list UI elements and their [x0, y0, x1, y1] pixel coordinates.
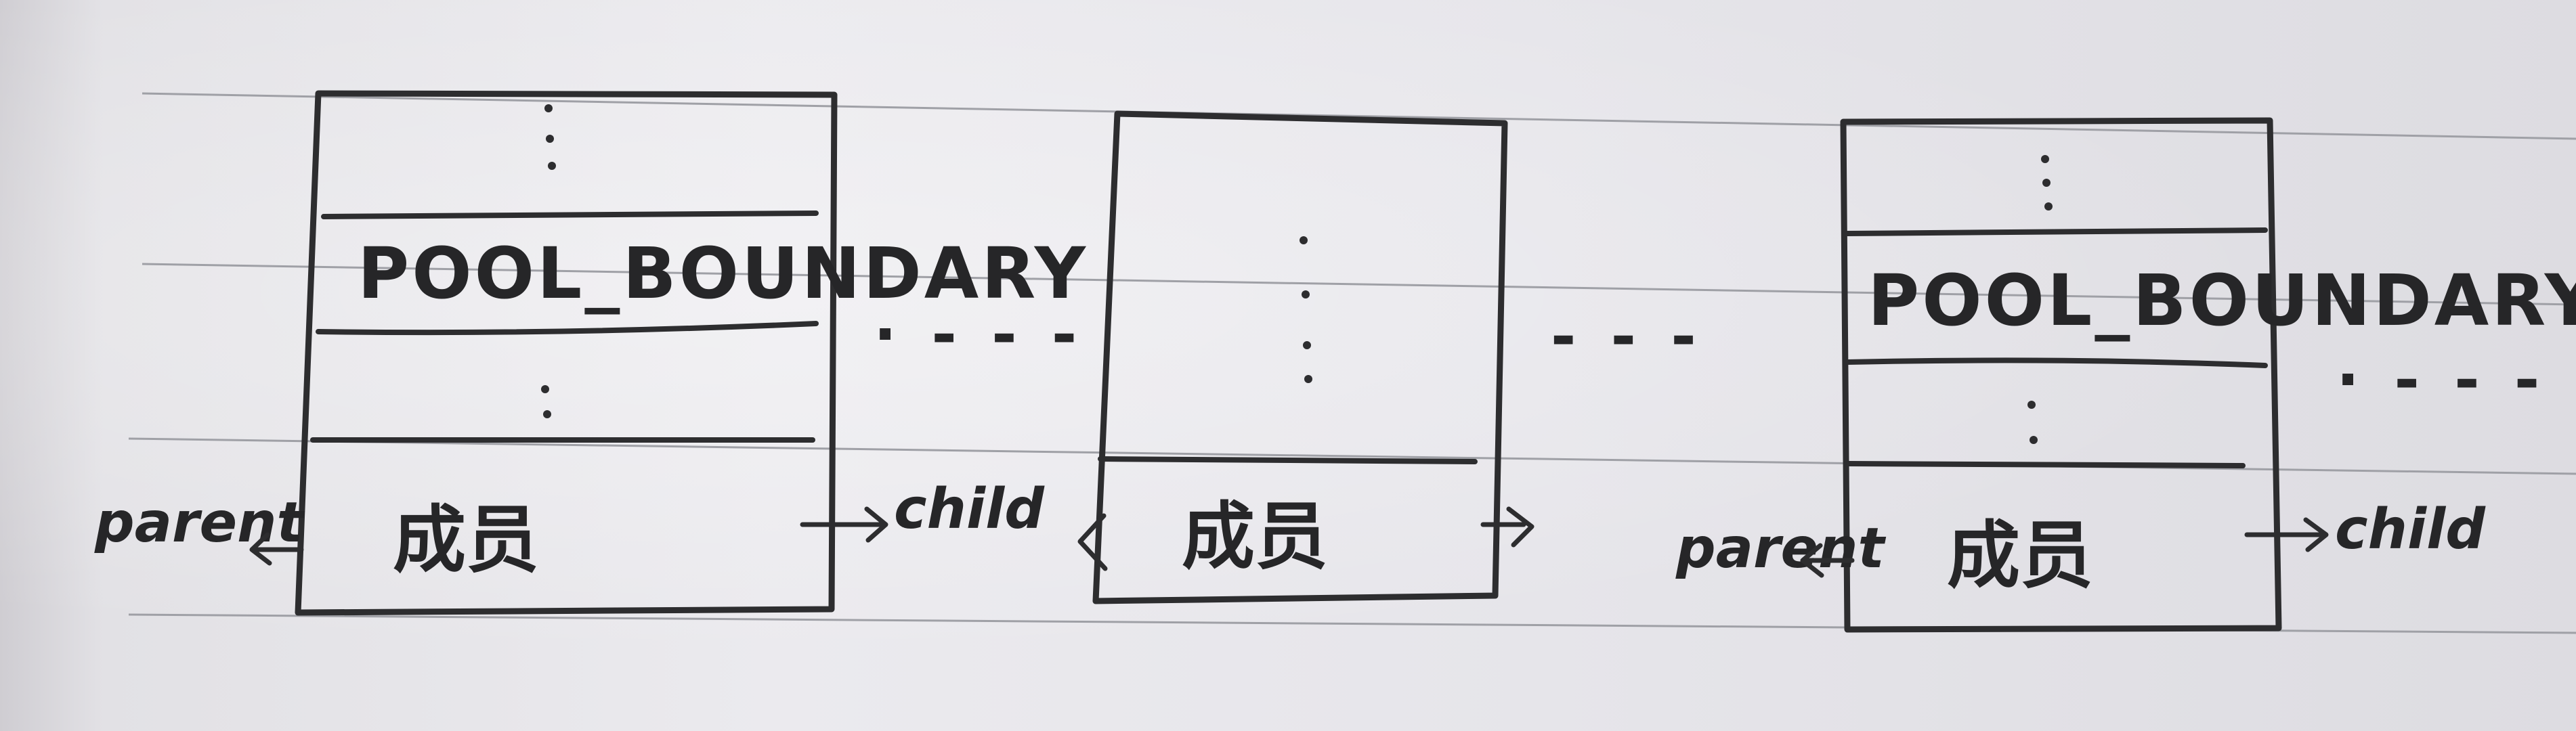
block-3: POOL_BOUNDARY 成员 parent child: [1675, 117, 2576, 633]
block-3-ellipsis-mid: [2027, 401, 2038, 444]
block-1-ellipsis-mid: [541, 385, 551, 418]
block-1-child-label: child: [894, 477, 1045, 541]
block-1-parent-label: parent: [94, 491, 305, 555]
block-3-parent-arrow-icon: [1800, 543, 1855, 578]
block-2-ellipsis: [1300, 236, 1312, 383]
continuation-3-ellipsis: · - - -: [2336, 345, 2546, 416]
block-1-parent-arrow-icon: [249, 532, 304, 566]
block-2-frame: [1092, 110, 1508, 604]
block-3-member-label: 成员: [1947, 514, 2093, 598]
block-3-ellipsis-top: [2041, 155, 2053, 211]
block-2-member-label: 成员: [1182, 495, 1328, 579]
block-1-child-arrow-icon: [800, 506, 888, 543]
block-3-frame: [1840, 117, 2282, 633]
block-3-divider-bottom: [1846, 461, 2246, 468]
rule-line: [128, 437, 2576, 475]
rule-line: [142, 263, 2576, 306]
block-2-divider: [1098, 456, 1478, 464]
block-1-member-label: 成员: [393, 498, 539, 583]
continuation-2-ellipsis: - - -: [1551, 301, 1703, 372]
rule-line: [142, 92, 2576, 140]
block-1-ellipsis-top: [544, 104, 556, 170]
block-1: POOL_BOUNDARY 成员 parent child: [94, 90, 1088, 616]
block-3-child-arrow-icon: [2244, 517, 2329, 552]
block-2-left-arrow-icon: [1077, 513, 1108, 571]
block-3-divider-mid: [1845, 357, 2268, 368]
block-2-right-arrow-icon: [1480, 506, 1534, 548]
block-1-divider-mid: [316, 321, 819, 336]
block-3-divider-top: [1845, 227, 2268, 236]
block-1-pool-boundary-label: POOL_BOUNDARY: [358, 232, 1088, 315]
block-3-parent-label: parent: [1675, 516, 1886, 581]
block-3-child-label: child: [2335, 497, 2486, 562]
continuation-1-ellipsis: · - - -: [874, 299, 1083, 370]
block-3-pool-boundary-label: POOL_BOUNDARY: [1868, 259, 2576, 342]
block-2: 成员: [1077, 110, 1534, 604]
block-1-divider-top: [321, 211, 819, 219]
block-1-frame: [295, 90, 838, 616]
